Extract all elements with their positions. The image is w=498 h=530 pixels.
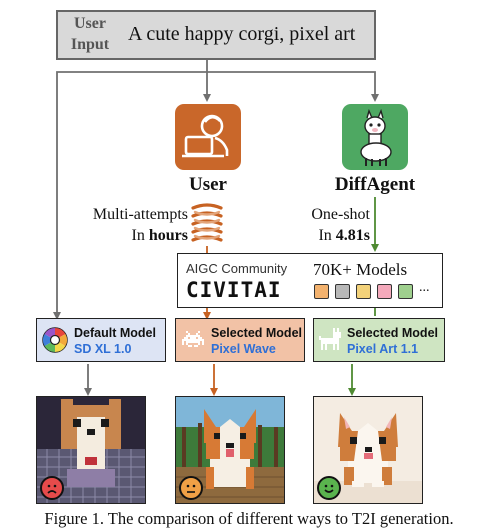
swatch-ellipsis: ... (419, 280, 430, 295)
model-swatch (335, 284, 350, 299)
model-swatch (398, 284, 413, 299)
spiral-attempts-icon (191, 203, 223, 242)
user-input-label: User Input (70, 15, 110, 53)
user-prompt-text: A cute happy corgi, pixel art (128, 23, 356, 45)
user-note: Multi-attempts In hours (92, 206, 188, 244)
pixel-wave-model-box: Selected Model Pixel Wave (175, 318, 305, 362)
user-column-title: User (189, 174, 227, 195)
pixel-invader-icon (182, 331, 204, 347)
diffagent-alpaca-icon (342, 104, 408, 170)
default-model-box: Default Model SD XL 1.0 (36, 318, 166, 362)
pixel-dog-icon (319, 328, 341, 350)
sad-face-icon (40, 476, 64, 500)
neutral-face-icon (179, 476, 203, 500)
user-input-box (56, 10, 376, 60)
model-swatch (356, 284, 371, 299)
pixel-art-output-image (313, 396, 423, 504)
model-swatches: ... (314, 280, 438, 300)
figure-caption: Figure 1. The comparison of different wa… (44, 509, 454, 528)
user-laptop-icon (175, 104, 241, 170)
civitai-logo: CIVITAI (186, 278, 282, 302)
models-count: 70K+ Models (313, 260, 408, 279)
diffagent-column-title: DiffAgent (334, 174, 416, 195)
default-model-output-image (36, 396, 146, 504)
pixel-art-model-box: Selected Model Pixel Art 1.1 (313, 318, 445, 362)
agent-note: One-shot In 4.81s (311, 206, 370, 244)
community-label: AIGC Community (186, 261, 288, 276)
model-swatch (314, 284, 329, 299)
happy-face-icon (317, 476, 341, 500)
pixel-wave-output-image (175, 396, 285, 504)
color-wheel-icon (42, 327, 68, 353)
model-swatch (377, 284, 392, 299)
